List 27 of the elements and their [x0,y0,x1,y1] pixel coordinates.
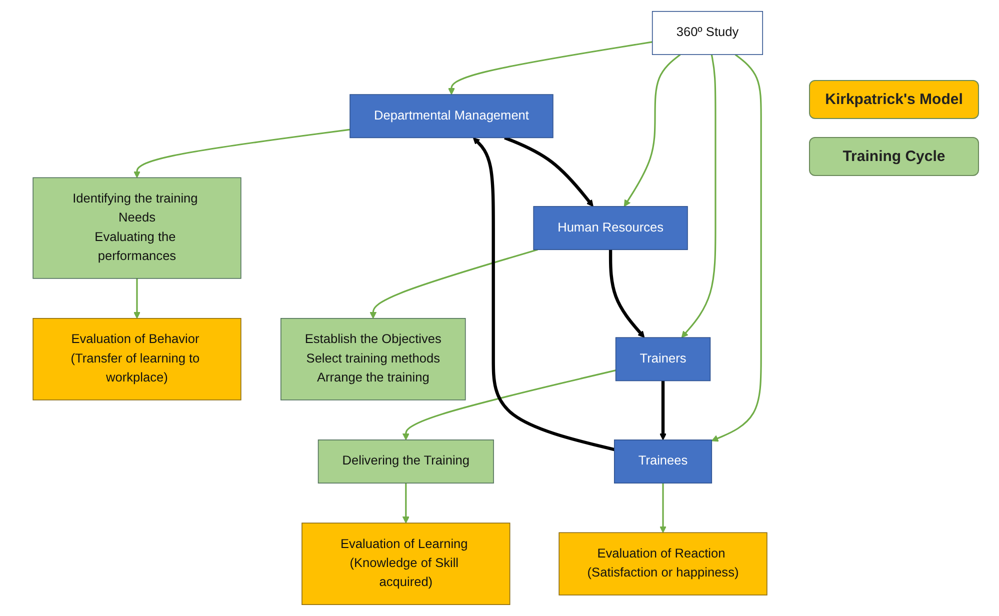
node-box: Trainers [615,337,711,382]
arrow [711,54,762,442]
node-box: Human Resources [533,206,688,250]
arrow [133,278,140,319]
node-box: Establish the Objectives Select training methods Arrange the training [280,318,466,400]
arrow [402,483,410,524]
arrow [624,54,681,207]
arrow [660,483,667,533]
arrow [504,136,594,207]
arrow [448,41,652,95]
node-box: 360º Study [652,11,763,55]
node-box: Evaluation of Reaction (Satisfaction or happiness) [558,532,768,596]
arrow [472,137,615,452]
node-box: Delivering the Training [318,440,494,484]
node-box: Departmental Management [350,94,554,138]
node-box: Identifying the training Needs Evaluating the performances [32,177,242,279]
legend-item: Training Cycle [809,137,979,176]
legend-item: Kirkpatrick's Model [809,80,979,119]
arrow [660,380,667,440]
arrow [608,250,645,338]
node-box: Evaluation of Learning (Knowledge of Skill acquired) [302,522,510,605]
arrow [681,54,716,338]
node-box: Evaluation of Behavior (Transfer of learning to workplace) [32,318,242,400]
arrow [370,248,538,319]
arrow [133,128,350,178]
arrow [402,370,616,440]
node-box: Trainees [614,440,712,484]
